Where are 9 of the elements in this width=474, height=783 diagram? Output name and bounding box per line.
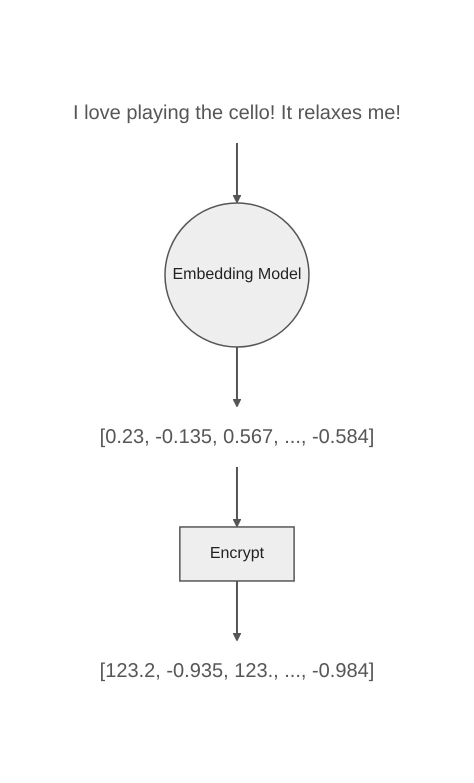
arrow: [232, 466, 242, 527]
node-box: Encrypt: [179, 526, 295, 582]
node-text: [0.23, -0.135, 0.567, ..., -0.584]: [100, 425, 374, 448]
node-text: [123.2, -0.935, 123., ..., -0.984]: [100, 659, 374, 682]
arrow: [232, 142, 242, 203]
node-circle: Embedding Model: [164, 202, 310, 348]
arrow: [232, 346, 242, 407]
node-text: I love playing the cello! It relaxes me!: [73, 102, 401, 124]
arrow: [232, 580, 242, 641]
